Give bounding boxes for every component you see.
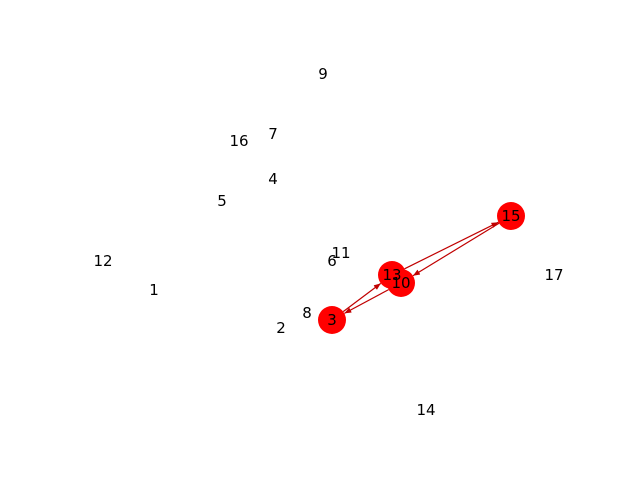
node-5-label: 5 — [217, 192, 227, 210]
node-1-label: 1 — [149, 281, 159, 299]
node-6-label: 6 — [327, 252, 337, 270]
node-13-circle — [378, 261, 406, 289]
edges-layer — [342, 221, 500, 314]
node-12-label: 12 — [93, 252, 112, 270]
node-15-label: 15 — [501, 207, 520, 225]
node-9-label: 9 — [318, 65, 328, 83]
edge-13-to-15 — [404, 221, 499, 270]
node-15-circle — [497, 202, 525, 230]
node-14-label: 14 — [416, 401, 435, 419]
node-17-label: 17 — [544, 266, 563, 284]
node-16-label: 16 — [229, 132, 248, 150]
node-10-label: 10 — [391, 274, 410, 292]
node-2-label: 2 — [276, 319, 286, 337]
node-3-label: 3 — [327, 311, 337, 329]
node-3-circle — [318, 306, 346, 334]
nodes-layer — [318, 202, 525, 334]
node-8-label: 8 — [302, 304, 312, 322]
edge-15-to-10 — [412, 222, 500, 277]
node-11-label: 11 — [331, 244, 350, 262]
node-13-label: 13 — [382, 266, 401, 284]
edge-10-to-3 — [344, 289, 389, 314]
node-7-label: 7 — [268, 125, 278, 143]
edge-3-to-13 — [342, 282, 382, 313]
node-4-label: 4 — [268, 170, 278, 188]
